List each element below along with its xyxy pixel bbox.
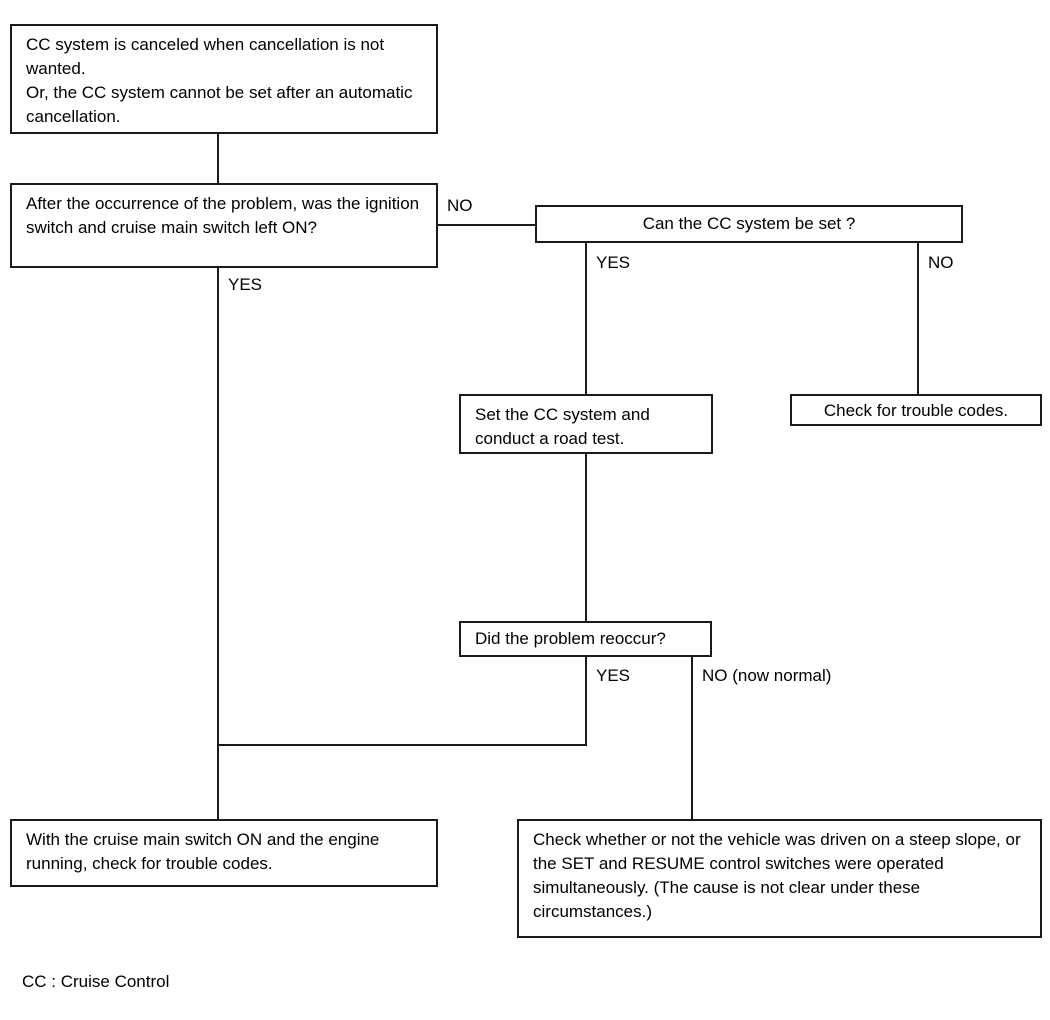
node-question-ignition: After the occurrence of the problem, was… bbox=[10, 183, 438, 268]
node-symptom: CC system is canceled when cancellation … bbox=[10, 24, 438, 134]
node-action-check-conditions: Check whether or not the vehicle was dri… bbox=[517, 819, 1042, 938]
connector-ignition-yes bbox=[217, 268, 219, 819]
connector-road-test-to-reoccur bbox=[585, 454, 587, 621]
connector-ignition-no bbox=[437, 224, 536, 226]
label-ignition-yes: YES bbox=[228, 275, 263, 294]
node-action-check-codes-right: Check for trouble codes. bbox=[790, 394, 1042, 426]
label-can-set-no: NO bbox=[928, 253, 954, 272]
connector-reoccur-yes-left bbox=[217, 744, 587, 746]
label-ignition-no: NO bbox=[447, 196, 473, 215]
node-question-can-set: Can the CC system be set ? bbox=[535, 205, 963, 243]
footnote-legend: CC : Cruise Control bbox=[22, 972, 170, 991]
label-reoccur-yes: YES bbox=[596, 666, 631, 685]
node-question-reoccur: Did the problem reoccur? bbox=[459, 621, 712, 657]
label-can-set-yes: YES bbox=[596, 253, 631, 272]
node-action-road-test: Set the CC system and conduct a road tes… bbox=[459, 394, 713, 454]
connector-symptom-to-ignition bbox=[217, 133, 219, 183]
label-reoccur-no: NO (now normal) bbox=[702, 666, 832, 685]
connector-can-set-yes bbox=[585, 243, 587, 394]
connector-can-set-no bbox=[917, 243, 919, 394]
node-action-check-codes-bottom: With the cruise main switch ON and the e… bbox=[10, 819, 438, 887]
connector-reoccur-no bbox=[691, 657, 693, 819]
connector-reoccur-yes-down bbox=[585, 657, 587, 746]
